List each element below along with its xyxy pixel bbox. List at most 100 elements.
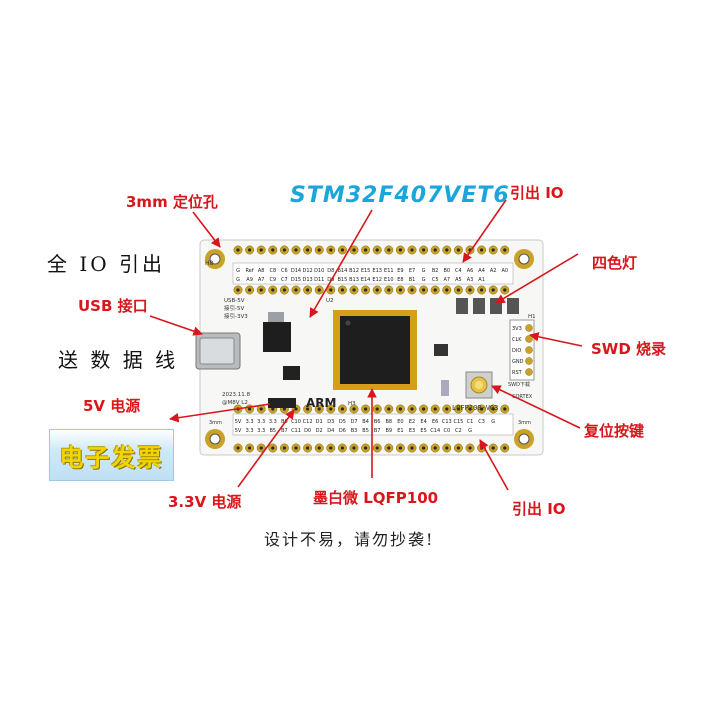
pin-label: B0	[443, 268, 450, 274]
invoice-badge-text: 电子发票	[59, 442, 164, 472]
u2-label: U2	[326, 298, 334, 304]
pin-label: C8	[269, 268, 276, 274]
mount-hole-br	[514, 429, 534, 449]
pin-label: E0	[397, 419, 403, 425]
callout-mcu: 墨白微 LQFP100	[313, 489, 439, 507]
pin-label: C0	[443, 428, 450, 434]
pin-label: D10	[314, 268, 324, 274]
pin-label: 3.3	[257, 419, 265, 425]
pin-label: D5	[339, 419, 346, 425]
pin-label: C13	[442, 419, 452, 425]
swd-pin	[525, 346, 533, 354]
swd-pin-label: RST	[512, 370, 523, 376]
pin-label: E12	[372, 277, 382, 283]
mount-hole-tl	[205, 249, 225, 269]
pin-label: E8	[397, 277, 403, 283]
arm-logo: ARM	[306, 396, 336, 410]
swd-pin	[525, 357, 533, 365]
pin-label: C9	[269, 277, 276, 283]
pin-label: E13	[372, 268, 382, 274]
pin-label: C6	[281, 268, 288, 274]
pin-label: E3	[409, 428, 415, 434]
pin-label: B8	[385, 419, 392, 425]
pin-label: E6	[432, 419, 438, 425]
swd-download-label: SWD下载	[508, 381, 530, 388]
pin-label: B9	[385, 428, 392, 434]
date-label: 2023.11.8	[222, 392, 250, 398]
pin-label: B7	[281, 428, 288, 434]
pin-label: A1	[478, 277, 485, 283]
author-label: @M8V L2	[222, 400, 248, 406]
pin-label: B6	[374, 419, 381, 425]
cortex-label: CORTEX	[512, 394, 533, 400]
pin-label: 5V	[235, 419, 242, 425]
pin-label: D1	[316, 419, 323, 425]
callout-3v3: 3.3V 电源	[168, 493, 242, 511]
corner-mm-label-bl: 3mm	[209, 420, 222, 426]
pin-label: G	[422, 277, 426, 283]
pin-label: C5	[432, 277, 439, 283]
pin-label: 3.3	[246, 419, 254, 425]
pin-label: D6	[339, 428, 346, 434]
callout-arrows	[149, 199, 583, 491]
swd-pin-label: GND	[512, 359, 524, 365]
pin-label: A0	[501, 268, 508, 274]
reset-button	[465, 371, 493, 399]
swd-pin-label: CLK	[512, 337, 522, 343]
pin-label: D13	[302, 277, 312, 283]
crystal	[283, 366, 300, 380]
pin-label: D14	[291, 268, 301, 274]
pin-label: E5	[420, 428, 426, 434]
pin-label: E1	[397, 428, 403, 434]
pin-label: B15	[338, 277, 348, 283]
pin-label: B13	[349, 277, 359, 283]
pin-label: 5V	[235, 428, 242, 434]
pin-label: B5	[269, 428, 276, 434]
h1-label: H1	[528, 314, 536, 320]
side-text-cable: 送 数 据 线	[58, 348, 179, 372]
h3-label: H3	[348, 401, 356, 407]
pin-label: G	[236, 268, 240, 274]
pin-label: D12	[302, 268, 312, 274]
pin-label: A6	[467, 268, 474, 274]
voltage-regulator	[263, 322, 291, 352]
pin-label: E11	[384, 268, 394, 274]
pin-label: A9	[246, 277, 253, 283]
pin-label: D0	[304, 428, 311, 434]
pin-label: E4	[420, 419, 426, 425]
corner-mm-label-br: 3mm	[518, 420, 531, 426]
swd-pin	[525, 324, 533, 332]
pin-label: B7	[374, 428, 381, 434]
mcu-chip	[333, 310, 417, 390]
pin-label: D3	[327, 419, 334, 425]
pin-label: E2	[409, 419, 415, 425]
pin-label: 3.3	[257, 428, 265, 434]
pin-label: G	[236, 277, 240, 283]
pin-label: D4	[327, 428, 334, 434]
pin-label: B14	[338, 268, 348, 274]
pin-label: C12	[303, 419, 313, 425]
footer-note: 设计不易，请勿抄袭!	[264, 530, 435, 549]
pin-label: C2	[455, 428, 462, 434]
pin-label: C15	[453, 419, 463, 425]
pin-label: B4	[362, 419, 369, 425]
callout-5v: 5V 电源	[83, 397, 141, 415]
h8-label: H8	[205, 260, 214, 267]
callout-io-bottom: 引出 IO	[512, 500, 566, 518]
mount-hole-bl	[205, 429, 225, 449]
pin-label: A7	[258, 277, 265, 283]
pin-label: D15	[291, 277, 301, 283]
swd-pin	[525, 368, 533, 376]
pin-label: C1	[467, 419, 474, 425]
pin-label: A3	[467, 277, 474, 283]
pin-label: C10	[291, 419, 301, 425]
pin-label: D7	[350, 419, 357, 425]
pin-label: B3	[351, 428, 358, 434]
pin-label: E15	[361, 268, 371, 274]
pin-label: Ref	[246, 268, 254, 274]
pin-label: C3	[478, 419, 485, 425]
swd-pin	[525, 335, 533, 343]
